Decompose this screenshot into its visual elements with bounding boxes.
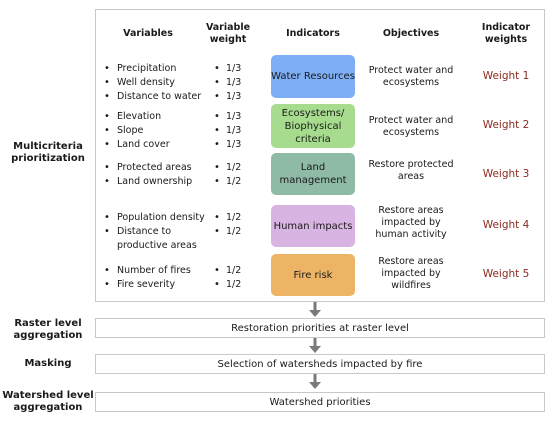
indicator-land-management: Land management — [271, 153, 355, 195]
variable-weights-water: 1/3 1/3 1/3 — [214, 62, 241, 104]
variable-item: Distance to productive areas — [104, 225, 217, 253]
variable-weight-item: 1/3 — [214, 76, 241, 90]
down-arrow-icon — [309, 374, 321, 389]
variables-list-water: Precipitation Well density Distance to w… — [104, 62, 201, 104]
indicator-weight-5: Weight 5 — [482, 268, 530, 280]
objective-fire: Restore areas impacted by wildfires — [378, 256, 444, 291]
variable-item: Land cover — [104, 138, 170, 152]
objective-human: Restore areas impacted by human activity — [375, 205, 447, 240]
variables-list-land: Protected areas Land ownership — [104, 161, 192, 189]
variable-item: Slope — [104, 124, 170, 138]
indicator-water-resources: Water Resources — [271, 55, 355, 98]
variable-weights-fire: 1/2 1/2 — [214, 264, 241, 292]
indicator-fire-risk: Fire risk — [271, 254, 355, 296]
variable-item: Elevation — [104, 110, 170, 124]
variables-list-human: Population density Distance to productiv… — [104, 211, 217, 253]
objective-land: Restore protected areas — [368, 159, 454, 182]
objective-ecosystems: Protect water and ecosystems — [368, 115, 454, 138]
variable-weight-item: 1/3 — [214, 90, 241, 104]
stage-raster-priorities: Restoration priorities at raster level — [95, 318, 545, 338]
variables-list-fire: Number of fires Fire severity — [104, 264, 191, 292]
header-objectives: Objectives — [382, 28, 440, 39]
variable-item: Population density — [104, 211, 217, 225]
variable-weight-item: 1/3 — [214, 110, 241, 124]
variable-item: Distance to water — [104, 90, 201, 104]
header-indicator-weights: Indicator weights — [481, 22, 531, 45]
variable-weight-item: 1/3 — [214, 62, 241, 76]
label-masking: Masking — [24, 358, 72, 369]
variable-weight-item: 1/3 — [214, 138, 241, 152]
variable-weight-item: 1/2 — [214, 211, 241, 225]
variable-weight-item: 1/2 — [214, 264, 241, 278]
objective-water: Protect water and ecosystems — [368, 65, 454, 88]
indicator-weight-3: Weight 3 — [482, 168, 530, 180]
variables-list-ecosystems: Elevation Slope Land cover — [104, 110, 170, 152]
indicator-weight-1: Weight 1 — [482, 70, 530, 82]
variable-item: Land ownership — [104, 175, 192, 189]
variable-weight-item: 1/2 — [214, 225, 241, 239]
header-variables: Variables — [123, 28, 173, 39]
label-multicriteria-prioritization: Multicriteria prioritization — [11, 141, 85, 164]
variable-weights-ecosystems: 1/3 1/3 1/3 — [214, 110, 241, 152]
variable-weight-item: 1/2 — [214, 161, 241, 175]
stage-watershed-priorities: Watershed priorities — [95, 392, 545, 412]
variable-weight-item: 1/3 — [214, 124, 241, 138]
indicator-weight-4: Weight 4 — [482, 219, 530, 231]
indicator-weight-2: Weight 2 — [482, 119, 530, 131]
variable-item: Fire severity — [104, 278, 191, 292]
variable-item: Protected areas — [104, 161, 192, 175]
indicator-ecosystems: Ecosystems/ Biophysical criteria — [271, 104, 355, 148]
down-arrow-icon — [309, 302, 321, 317]
down-arrow-icon — [309, 338, 321, 353]
indicator-human-impacts: Human impacts — [271, 205, 355, 247]
header-variable-weight: Variable weight — [205, 22, 251, 45]
label-watershed-level-aggregation: Watershed level aggregation — [2, 390, 94, 413]
stage-masking-selection: Selection of watersheds impacted by fire — [95, 354, 545, 374]
variable-weight-item: 1/2 — [214, 278, 241, 292]
label-raster-level-aggregation: Raster level aggregation — [13, 318, 83, 341]
variable-weight-item: 1/2 — [214, 175, 241, 189]
variable-item: Precipitation — [104, 62, 201, 76]
variable-weights-human: 1/2 1/2 — [214, 211, 241, 239]
variable-weights-land: 1/2 1/2 — [214, 161, 241, 189]
variable-item: Well density — [104, 76, 201, 90]
header-indicators: Indicators — [286, 28, 340, 39]
variable-item: Number of fires — [104, 264, 191, 278]
